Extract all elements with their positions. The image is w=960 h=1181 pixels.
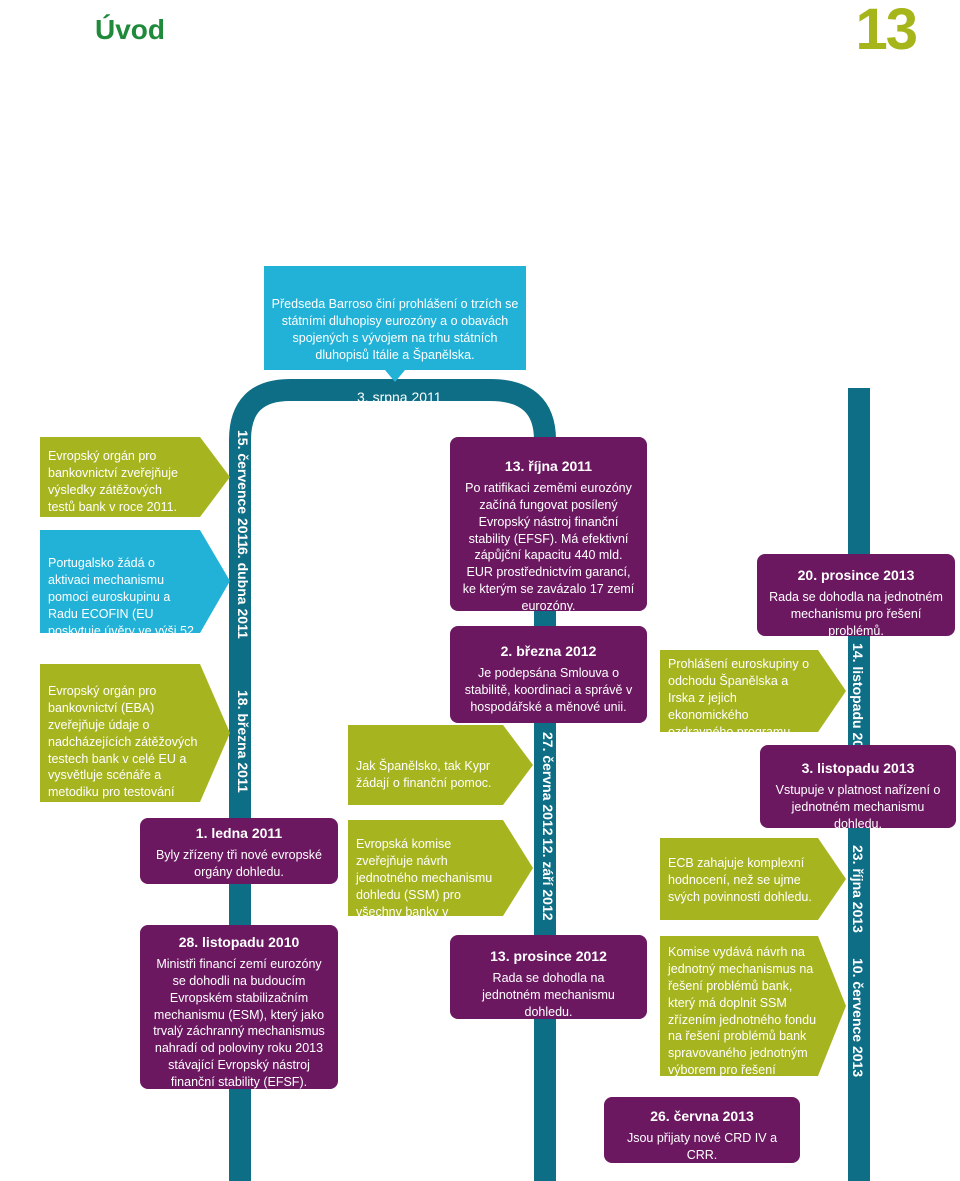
road-date-15-cervence-2011: 15. července 2011 [235, 430, 251, 549]
box-1-ledna-2011-text: Byly zřízeny tři nové evropské orgány do… [155, 847, 323, 879]
cyan-box-1: Portugalsko žádá o aktivaci mechanismu p… [40, 547, 206, 664]
road-date-27-cervna-2012: 27. června 2012 [540, 732, 556, 836]
box-28-listopadu-2010-text: Ministři financí zemí eurozóny se dohodl… [153, 956, 325, 1090]
green-right-arrow-1-shape [660, 650, 846, 732]
green-arrow-2-shape [40, 664, 230, 802]
box-2-brezna-2012: 2. března 2012 Je podepsána Smlouva o st… [450, 626, 647, 723]
green-mid-box-1-text: Jak Španělsko, tak Kypr žádají o finančn… [356, 759, 492, 790]
road-date-6-dubna-2011: 6. dubna 2011 [235, 547, 251, 639]
road-date-10-cervence-2013: 10. července 2013 [850, 958, 866, 1078]
green-mid-arrow-2-shape [348, 820, 533, 916]
box-28-listopadu-2010-date: 28. listopadu 2010 [178, 934, 300, 950]
page-title: Úvod [95, 14, 165, 45]
green-box-1-text: Evropský orgán pro bankovnictví zveřejňu… [48, 449, 178, 514]
box-1-ledna-2011: 1. ledna 2011 Byly zřízeny tři nové evro… [140, 818, 338, 884]
box-26-cervna-2013-text: Jsou přijaty nové CRD IV a CRR. [626, 1130, 778, 1162]
box-3-listopadu-2013-text: Vstupuje v platnost nařízení o jednotném… [775, 782, 941, 831]
green-box-1: Evropský orgán pro bankovnictví zveřejňu… [40, 440, 200, 524]
green-right-box-2: ECB zahajuje komplexní hodnocení, než se… [660, 855, 830, 906]
box-26-cervna-2013: 26. června 2013 Jsou přijaty nové CRD IV… [604, 1097, 800, 1163]
cyan-box-1-text: Portugalsko žádá o aktivaci mechanismu p… [48, 556, 194, 655]
box-3-listopadu-2013-date: 3. listopadu 2013 [801, 760, 915, 776]
green-right-box-1: Prohlášení euroskupiny o odchodu Španěls… [660, 656, 825, 740]
top-box-label: Předseda Barroso činí prohlášení o trzíc… [271, 297, 519, 362]
green-right-box-2-text: ECB zahajuje komplexní hodnocení, než se… [668, 856, 812, 904]
box-20-prosince-2013: 20. prosince 2013 Rada se dohodla na jed… [757, 554, 955, 638]
box-3-listopadu-2013: 3. listopadu 2013 Vstupuje v platnost na… [760, 745, 956, 831]
green-box-2: Evropský orgán pro bankovnictví (EBA) zv… [40, 675, 206, 826]
road-date-srpna: 3. srpna 2011 [357, 389, 442, 405]
road-date-18-brezna-2011: 18. března 2011 [235, 690, 251, 793]
box-13-prosince-2012: 13. prosince 2012 Rada se dohodla na jed… [450, 935, 647, 1019]
box-20-prosince-2013-date: 20. prosince 2013 [797, 567, 915, 583]
box-1-ledna-2011-date: 1. ledna 2011 [195, 825, 283, 841]
green-right-box-1-text: Prohlášení euroskupiny o odchodu Španěls… [668, 657, 810, 739]
page-number: 13 [855, 0, 917, 62]
green-right-box-3: Komise vydává návrh na jednotný mechanis… [660, 944, 830, 1096]
green-arrow-1-shape [40, 437, 230, 517]
box-13-rijna-2011-text: Po ratifikaci zeměmi eurozóny začíná fun… [462, 480, 635, 614]
box-2-brezna-2012-date: 2. března 2012 [500, 643, 597, 659]
green-right-box-3-text: Komise vydává návrh na jednotný mechanis… [668, 945, 817, 1094]
box-28-listopadu-2010: 28. listopadu 2010 Ministři financí zemí… [140, 925, 338, 1089]
box-13-rijna-2011: 13. října 2011 Po ratifikaci zeměmi euro… [450, 437, 647, 613]
green-mid-arrow-1-shape [348, 725, 533, 805]
cyan-arrow-1-shape [40, 530, 230, 633]
box-13-rijna-2011-date: 13. října 2011 [504, 458, 593, 474]
green-mid-box-2: Evropská komise zveřejňuje návrh jednotn… [350, 836, 512, 937]
green-box-2-text: Evropský orgán pro bankovnictví (EBA) zv… [48, 684, 198, 817]
box-20-prosince-2013-text: Rada se dohodla na jednotném mechanismu … [769, 589, 943, 638]
road-date-23-rijna-2013: 23. října 2013 [850, 845, 866, 933]
road-date-12-zari-2012: 12. září 2012 [540, 838, 556, 921]
green-right-arrow-3-shape [660, 936, 846, 1076]
box-2-brezna-2012-text: Je podepsána Smlouva o stabilitě, koordi… [464, 665, 633, 714]
green-mid-box-1: Jak Španělsko, tak Kypr žádají o finančn… [350, 758, 510, 792]
top-box-text: Předseda Barroso činí prohlášení o trzíc… [270, 296, 520, 364]
box-26-cervna-2013-date: 26. června 2013 [650, 1108, 754, 1124]
top-box-shape [264, 266, 526, 382]
box-13-prosince-2012-text: Rada se dohodla na jednotném mechanismu … [482, 970, 615, 1019]
green-right-arrow-2-shape [660, 838, 846, 920]
green-mid-box-2-text: Evropská komise zveřejňuje návrh jednotn… [356, 837, 493, 936]
box-13-prosince-2012-date: 13. prosince 2012 [490, 948, 607, 964]
